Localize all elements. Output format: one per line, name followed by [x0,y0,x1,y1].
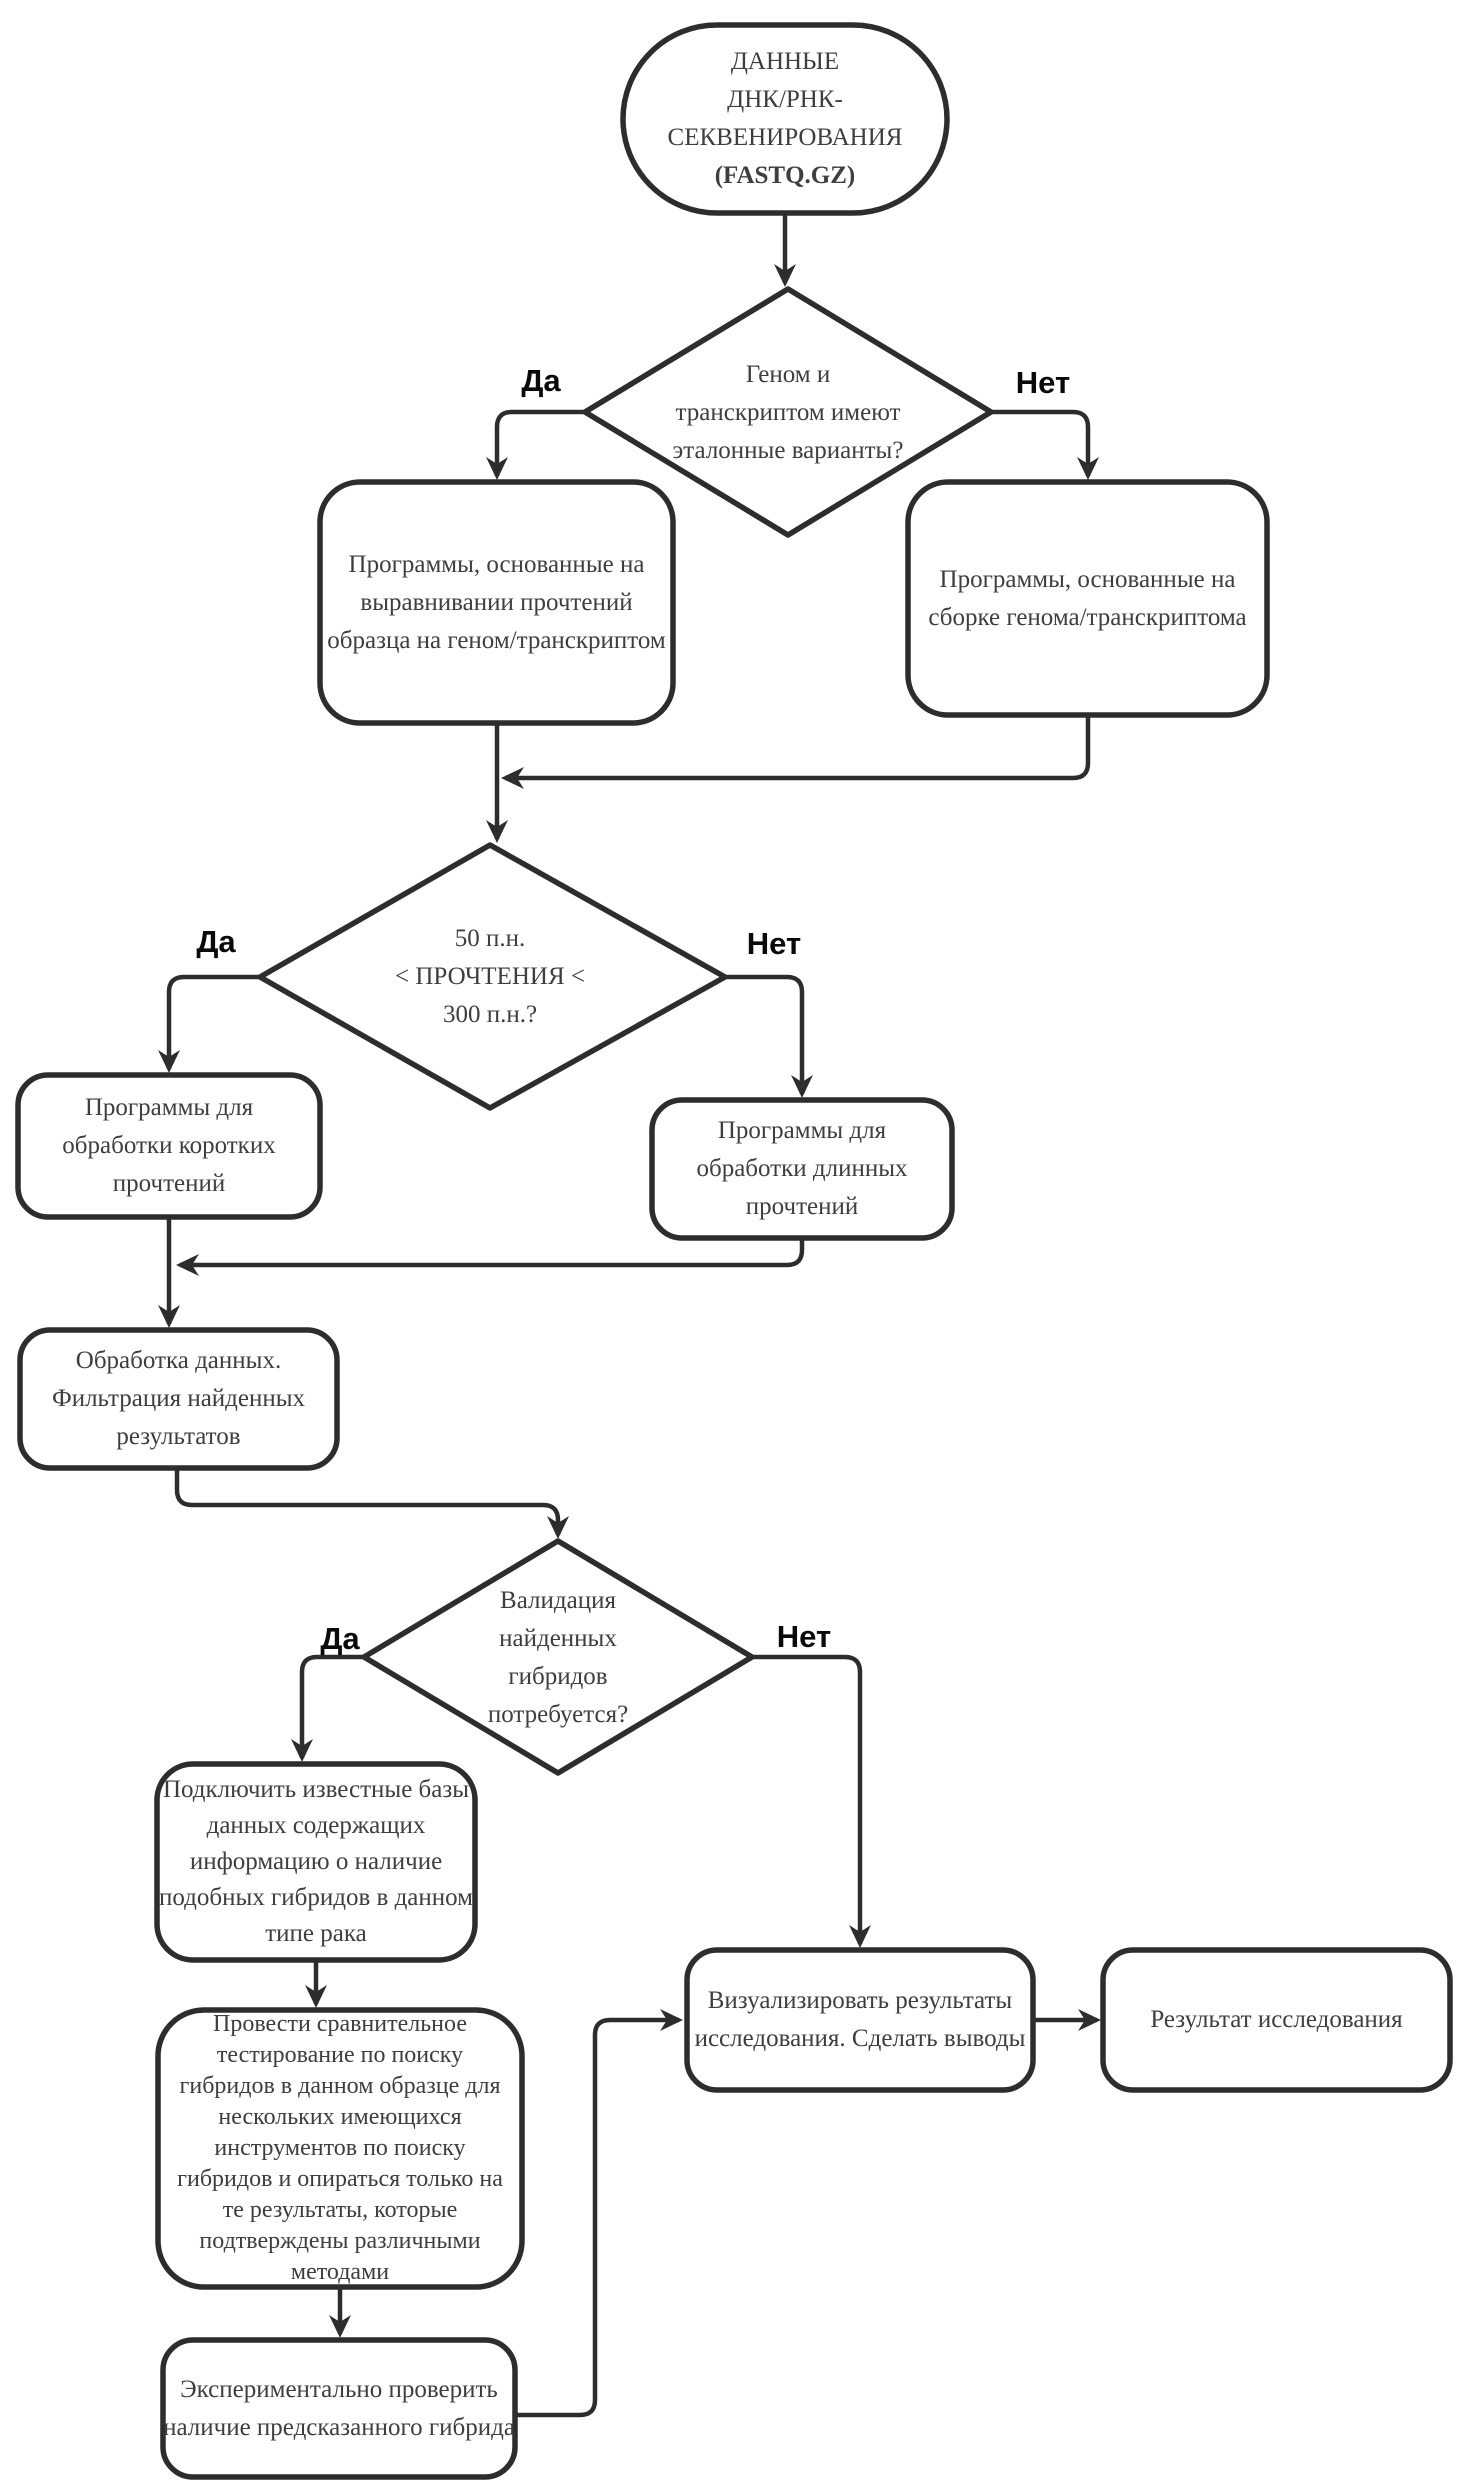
ref-decision-no-label: Нет [1015,365,1071,400]
databases-line: информацию о наличие [189,1848,443,1875]
benchmark-line: те результаты, которые [222,2197,458,2223]
result-label: Результат исследования [1113,1960,1440,2080]
visualize-line: исследования. Сделать выводы [694,2025,1026,2052]
align-tools-label: Программы, основанные на выравнивании пр… [327,492,666,713]
long-read-tools-shape [649,1097,955,1241]
edge-experiment-to-visualize [515,2009,683,2418]
read-length-decision-label: 50 п.н. < ПРОЧТЕНИЯ < 300 п.н.? [330,905,650,1049]
read-length-line: 300 п.н.? [442,1001,538,1028]
validation-yes-label: Да [320,1621,360,1656]
long-read-line: обработки длинных [696,1155,908,1182]
benchmark-label: Провести сравнительное тестирование по п… [168,2011,512,2285]
experiment-line: Экспериментально проверить [180,2375,498,2403]
visualize-shape [684,1947,1036,2093]
assembly-tools-shape [905,479,1270,718]
start-line-filename: (FASTQ.GZ) [714,162,856,189]
read-length-line: 50 п.н. [454,925,526,952]
align-tools-shape [317,479,676,726]
validation-line: потребуется? [487,1700,629,1728]
processing-line: результатов [116,1423,241,1450]
validation-line: найденных [499,1624,617,1652]
assembly-tools-line: сборке генома/транскриптома [928,603,1247,631]
validation-decision-label: Валидация найденных гибридов потребуется… [438,1580,678,1735]
short-read-tools-shape [15,1072,323,1220]
processing-line: Фильтрация найденных [51,1385,306,1412]
start-line: СЕКВЕНИРОВАНИЯ [667,124,903,151]
databases-label: Подключить известные базы данных содержа… [159,1774,473,1950]
long-read-tools-label: Программы для обработки длинных прочтени… [662,1110,942,1228]
read-length-line: < ПРОЧТЕНИЯ < [395,963,585,990]
read-length-no-label: Нет [746,926,802,961]
edge-length-no [725,974,813,1098]
benchmark-line: инструментов по поиску [214,2135,466,2161]
benchmark-line: методами [290,2259,390,2285]
benchmark-line: гибридов и опираться только на [177,2166,503,2192]
experiment-label: Экспериментально проверить наличие предс… [163,2350,515,2467]
ref-decision-line: Геном и [745,360,831,388]
short-read-line: обработки коротких [62,1132,276,1159]
start-node-label: ДАННЫЕ ДНК/РНК- СЕКВЕНИРОВАНИЯ (FASTQ.GZ… [623,25,947,213]
validation-line: Валидация [500,1586,616,1614]
edge-length-yes [158,974,260,1073]
benchmark-shape [155,2007,525,2290]
ref-decision-line: эталонные варианты? [672,436,904,464]
edge-validation-no [752,1654,871,1948]
benchmark-line: гибридов в данном образце для [179,2073,501,2099]
benchmark-line: тестирование по поиску [216,2042,464,2068]
start-node-shape [620,22,950,216]
edge-ref-no [991,409,1099,480]
databases-line: типе рака [265,1920,367,1947]
validation-line: гибридов [508,1662,608,1690]
validation-no-label: Нет [776,1619,832,1654]
result-shape [1100,1947,1453,2093]
ref-decision-shape [582,286,994,538]
long-read-line: прочтений [745,1193,859,1220]
databases-shape [154,1761,478,1963]
ref-decision-label: Геном и транскриптом имеют эталонные вар… [628,330,948,495]
result-line: Результат исследования [1150,2006,1403,2033]
databases-line: подобных гибридов в данном [159,1884,474,1911]
align-tools-line: выравнивании прочтений [360,588,633,616]
processing-line: Обработка данных. [75,1347,282,1374]
databases-line: Подключить известные базы [162,1776,470,1803]
edge-ref-yes [486,409,585,480]
edge-validation-yes [291,1654,364,1762]
processing-shape [17,1327,340,1471]
experiment-line: наличие предсказанного гибрида [163,2413,515,2441]
benchmark-line: Провести сравнительное [213,2011,467,2037]
short-read-line: прочтений [112,1170,226,1197]
align-tools-line: Программы, основанные на [348,550,645,578]
ref-decision-yes-label: Да [521,363,561,398]
read-length-decision-shape [257,842,728,1111]
start-line: ДНК/РНК- [727,86,843,113]
databases-line: данных содержащих [206,1812,426,1839]
edge-processing-to-validation [174,1468,569,1539]
benchmark-line: нескольких имеющихся [218,2104,462,2130]
long-read-line: Программы для [717,1117,887,1144]
read-length-yes-label: Да [196,924,236,959]
ref-decision-line: транскриптом имеют [675,398,901,426]
short-read-tools-label: Программы для обработки коротких прочтен… [28,1085,310,1207]
align-tools-line: образца на геном/транскриптом [327,626,666,654]
validation-decision-shape [361,1538,755,1776]
assembly-tools-line: Программы, основанные на [939,565,1236,593]
assembly-tools-label: Программы, основанные на сборке генома/т… [918,492,1257,705]
edge-long-merge [176,1238,805,1276]
processing-label: Обработка данных. Фильтрация найденных р… [30,1340,327,1458]
experiment-shape [160,2337,518,2480]
visualize-label: Визуализировать результаты исследования.… [694,1960,1026,2080]
benchmark-line: подтверждены различными [199,2228,481,2254]
edge-assembly-merge [501,715,1091,789]
start-line: ДАННЫЕ [730,48,840,75]
short-read-line: Программы для [84,1094,254,1121]
visualize-line: Визуализировать результаты [707,1987,1013,2014]
